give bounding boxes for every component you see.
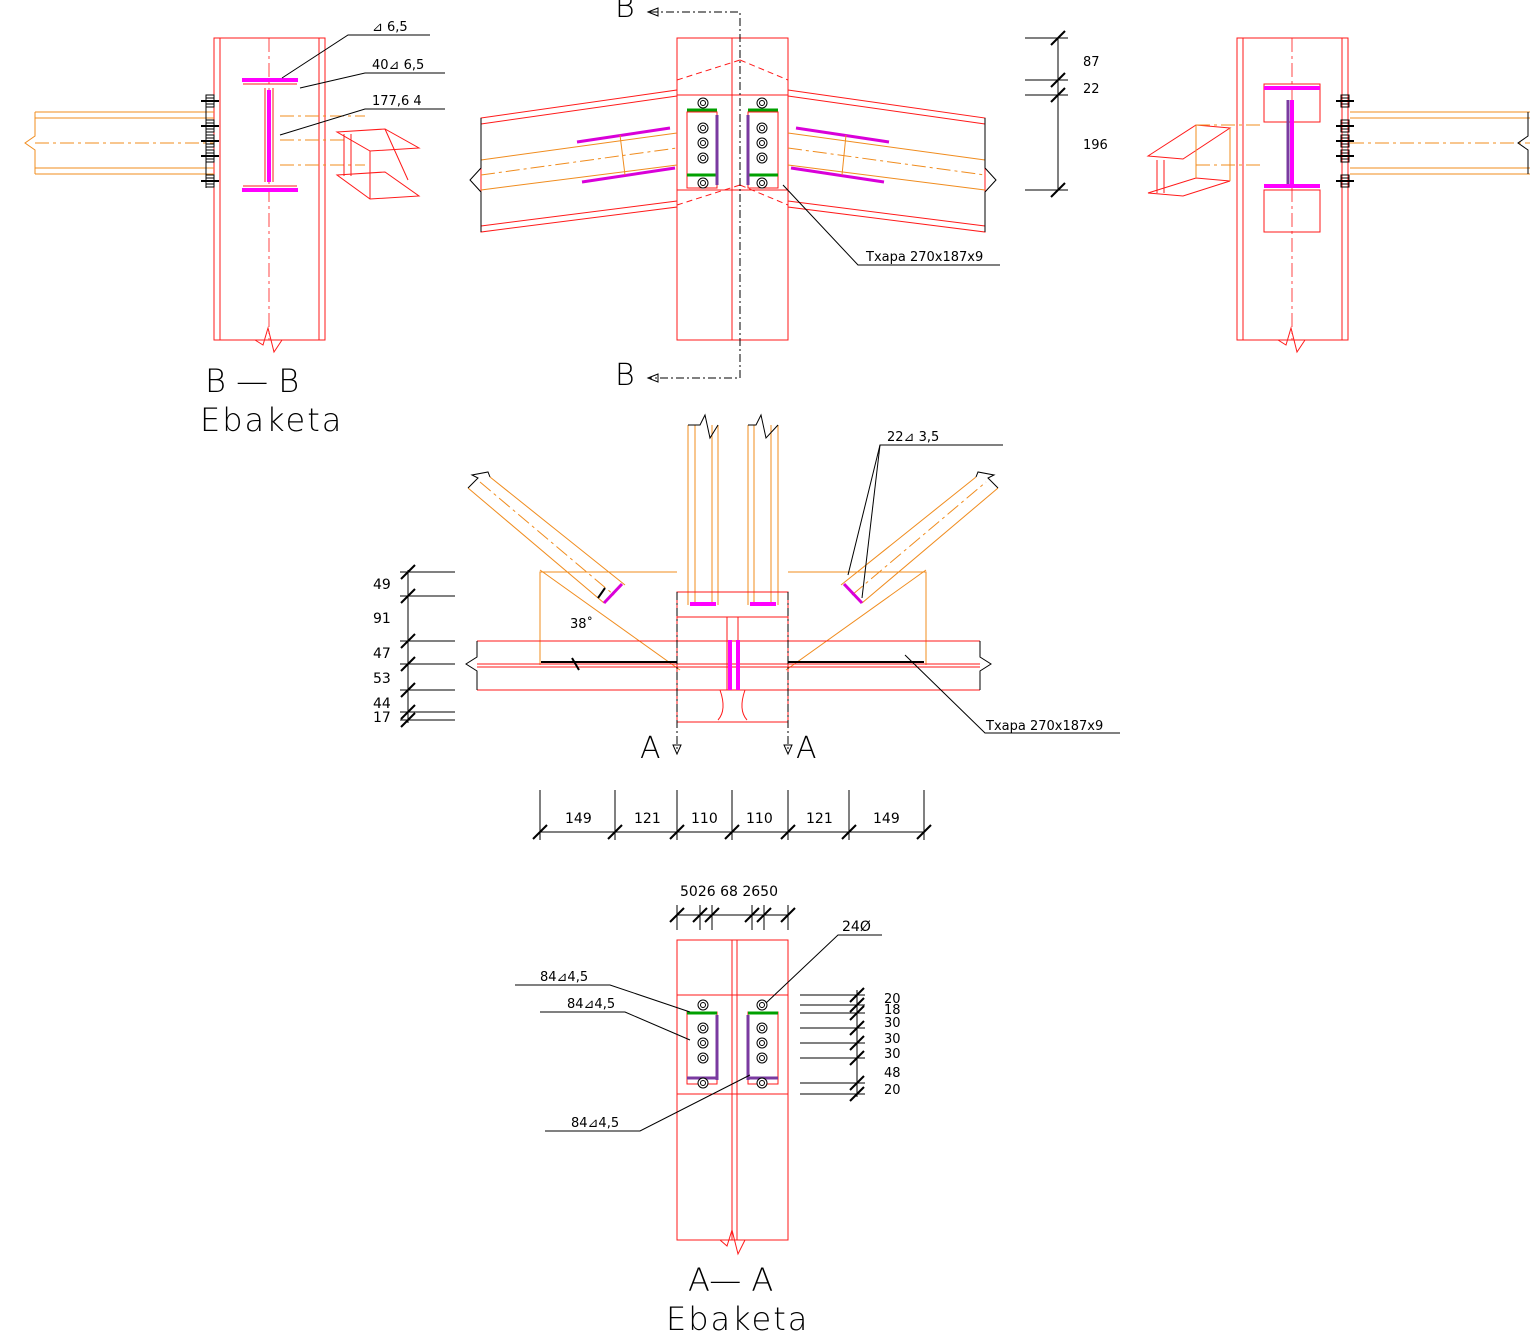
dim-22: 22 [1083, 82, 1100, 97]
beam-left-bb [24, 111, 214, 175]
column-bb [213, 37, 326, 354]
dim-53: 53 [373, 671, 391, 687]
section-mark-a-left: A [640, 731, 661, 766]
weld-label-aa-1: 84⊿4,5 [540, 970, 588, 985]
dim-aa-30b: 30 [884, 1032, 901, 1047]
dim-aa-20b: 20 [884, 1083, 901, 1098]
weld-label-aa-2: 84⊿4,5 [567, 997, 615, 1012]
dims-bottom-plan [532, 790, 932, 840]
dim-aa-30a: 30 [884, 1016, 901, 1031]
dims-right-aa [800, 987, 865, 1102]
angle-label: 38˚ [570, 616, 593, 632]
dim-44: 44 [373, 696, 391, 712]
dim-17: 17 [373, 710, 391, 726]
dim-87: 87 [1083, 55, 1100, 70]
dim-110-left: 110 [691, 811, 718, 827]
dim-121-left: 121 [634, 811, 661, 827]
dims-top-aa-label: 5026 68 2650 [680, 884, 778, 900]
dim-aa-20a: 20 [884, 992, 901, 1007]
bolts-bb [200, 94, 220, 188]
gusset-left [539, 571, 677, 665]
column-elev [676, 37, 789, 341]
leaders-bb [279, 34, 445, 136]
section-aa-subtitle: Ebaketa [666, 1300, 809, 1338]
bolt-group-elev [686, 97, 779, 189]
dim-aa-18: 18 [884, 1003, 901, 1018]
column-plan [676, 591, 789, 723]
dim-91: 91 [373, 611, 391, 627]
section-aa-title: A— A [688, 1261, 773, 1299]
dim-149-left: 149 [565, 811, 592, 827]
plan-view: A A 38˚ 22⊿ 3,5 Txapa 270x187x9 49 [373, 413, 1120, 840]
dim-49: 49 [373, 577, 391, 593]
elevation-view: B B Txapa 270x187x9 87 22 196 [469, 0, 1108, 393]
i-section-bb [242, 78, 365, 192]
bolt-label: 24Ø [842, 919, 871, 935]
diagonal-left-plan [467, 471, 681, 671]
diagonal-right-plan [785, 471, 999, 671]
section-aa-view: 5026 68 2650 24Ø 84⊿4,5 84⊿4,5 84⊿4,5 [515, 884, 901, 1338]
section-mark-top-b: B [615, 0, 635, 25]
section-line-bb [646, 7, 741, 383]
beam-right-elev [787, 89, 997, 233]
gusset-right [788, 571, 927, 665]
weld-label-3: 177,6 4 [372, 94, 422, 109]
bolt-group-aa [686, 999, 779, 1089]
diagonal-beam-bb [335, 128, 421, 200]
weld-label-2: 40⊿ 6,5 [372, 58, 424, 73]
dim-aa-30c: 30 [884, 1047, 901, 1062]
section-bb-title: B — B [205, 362, 299, 400]
dim-121-right: 121 [806, 811, 833, 827]
dims-right-elev [1025, 30, 1068, 198]
section-mark-bottom-b: B [615, 358, 635, 393]
side-view-right [1146, 37, 1530, 354]
section-bb-subtitle: Ebaketa [200, 401, 343, 439]
vertical-members-plan [687, 413, 779, 606]
dim-47: 47 [373, 646, 391, 662]
section-line-aa [672, 592, 793, 756]
dim-aa-48: 48 [884, 1066, 901, 1081]
dim-149-right: 149 [873, 811, 900, 827]
dims-left-plan [400, 564, 455, 728]
weld-label-1: ⊿ 6,5 [372, 20, 408, 35]
dim-196: 196 [1083, 138, 1108, 153]
weld-label-plan: 22⊿ 3,5 [887, 430, 939, 445]
beam-left-elev [469, 89, 678, 233]
plate-label-plan: Txapa 270x187x9 [985, 719, 1103, 734]
plate-label-elev: Txapa 270x187x9 [865, 250, 983, 265]
dim-110-right: 110 [746, 811, 773, 827]
section-bb-view: ⊿ 6,5 40⊿ 6,5 177,6 4 B — B Ebaketa [24, 20, 445, 439]
dims-top-aa [669, 905, 796, 930]
weld-label-aa-3: 84⊿4,5 [571, 1116, 619, 1131]
section-mark-a-right: A [796, 731, 817, 766]
